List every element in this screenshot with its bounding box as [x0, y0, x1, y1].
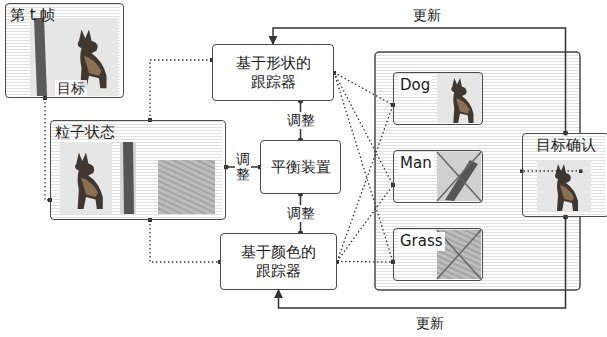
- tracker-box: 基于颜色的跟踪器: [220, 233, 337, 290]
- dotted-connector: [334, 73, 393, 263]
- node-text: Man: [398, 154, 434, 173]
- dog-figure: [451, 78, 473, 123]
- person-leg: [123, 142, 134, 214]
- node-text: 第 t 帧: [10, 6, 119, 25]
- frame-ground: [5, 3, 120, 98]
- edge-label: 调整: [285, 112, 317, 129]
- confirm-box: 目标确认: [522, 133, 607, 217]
- grass-patch: [158, 160, 215, 214]
- dotted-connector: [337, 261, 393, 263]
- node-text: 基于形状的跟踪器: [236, 54, 311, 92]
- dotted-connector: [150, 60, 212, 120]
- particle-box: 粒子状态: [50, 120, 226, 220]
- edge-label: 更新: [411, 7, 443, 24]
- dog-patch: [437, 74, 481, 123]
- node-text: 基于颜色的跟踪器: [241, 243, 316, 281]
- node-text: 平衡装置: [271, 158, 331, 177]
- edge-label: 调整: [235, 151, 251, 184]
- target-label: 目标: [55, 80, 87, 97]
- dog-figure: [555, 164, 578, 211]
- man-patch: [120, 142, 136, 214]
- balance-box: 平衡装置: [260, 140, 341, 194]
- particle-ground: [50, 120, 222, 220]
- node-text: Grass: [398, 232, 445, 251]
- candidate-box: Grass: [393, 228, 483, 281]
- reject-cross: [437, 152, 481, 201]
- candidate-box: Man: [393, 150, 483, 203]
- edge-label: 调整: [285, 205, 317, 222]
- dog-patch: [537, 160, 591, 212]
- dotted-link: [521, 170, 581, 171]
- dog-patch: [60, 142, 112, 214]
- candidate-box: Dog: [393, 72, 483, 125]
- dotted-connector: [337, 185, 393, 262]
- frame-photo: [30, 18, 118, 96]
- dog-figure: [75, 153, 103, 209]
- edge-label: 更新: [414, 315, 446, 332]
- end-square: [579, 170, 583, 174]
- man-patch: [437, 152, 481, 201]
- node-text: Dog: [398, 76, 432, 95]
- reject-cross: [437, 152, 481, 201]
- confirm-ground: [522, 133, 605, 217]
- dotted-connector: [150, 220, 220, 262]
- person-leg: [34, 18, 47, 96]
- tracker-box: 基于形状的跟踪器: [212, 44, 334, 101]
- dotted-connector: [337, 105, 393, 262]
- node-text: 目标确认: [527, 136, 604, 155]
- node-text: 粒子状态: [55, 123, 221, 142]
